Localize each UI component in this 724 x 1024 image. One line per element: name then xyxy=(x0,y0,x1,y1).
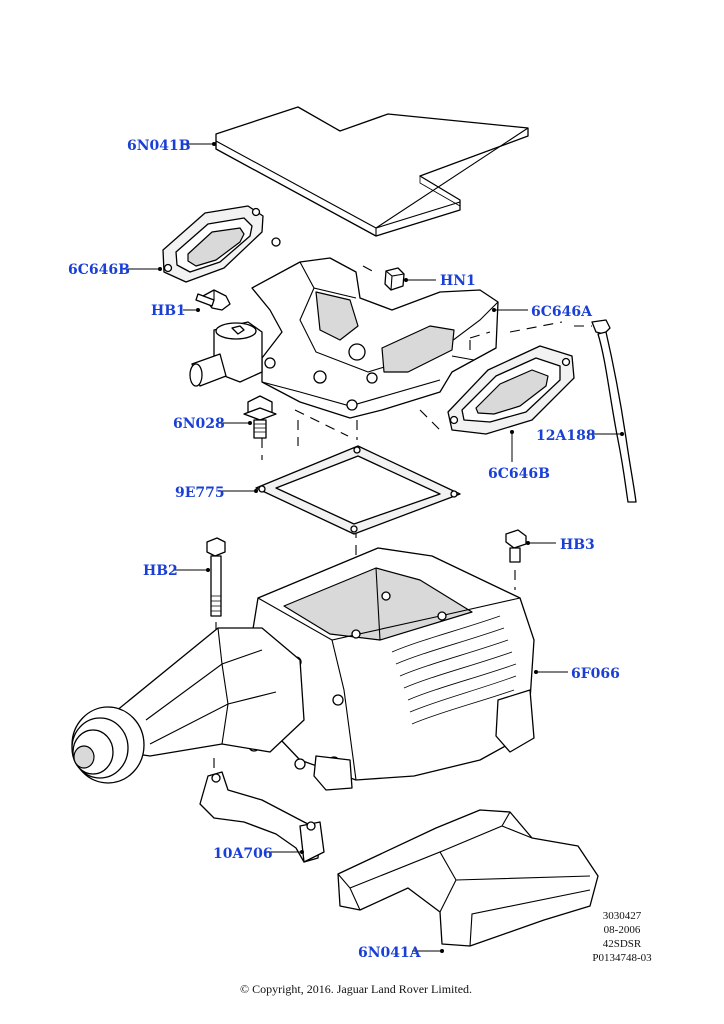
label-6C646B-upper[interactable]: 6C646B xyxy=(68,262,130,278)
label-HB1[interactable]: HB1 xyxy=(151,303,186,319)
label-6N041A[interactable]: 6N041A xyxy=(358,945,421,961)
part-12A188-vacuum-hose xyxy=(591,319,637,503)
part-HN1-nut xyxy=(362,265,405,291)
part-6C646B-upper-gasket xyxy=(162,205,281,283)
part-6C646B-lower-gasket xyxy=(447,345,575,435)
label-HN1[interactable]: HN1 xyxy=(440,273,476,289)
part-6N028-bolt xyxy=(243,395,277,439)
part-6N041B-cover-plate xyxy=(215,106,529,237)
part-6C646A-inlet-elbow xyxy=(189,257,499,419)
label-6C646B-lower[interactable]: 6C646B xyxy=(488,466,550,482)
part-HB3-bolt xyxy=(505,529,527,590)
label-6C646A[interactable]: 6C646A xyxy=(531,304,592,320)
part-9E775-gasket xyxy=(255,445,461,535)
label-HB2[interactable]: HB2 xyxy=(143,563,178,579)
label-HB3[interactable]: HB3 xyxy=(560,537,595,553)
reference-line-4: P0134748-03 xyxy=(592,952,652,964)
label-12A188[interactable]: 12A188 xyxy=(536,428,596,444)
reference-block: 3030427 08-2006 42SDSR P0134748-03 xyxy=(580,909,664,965)
reference-line-3: 42SDSR xyxy=(602,938,642,950)
label-9E775[interactable]: 9E775 xyxy=(175,485,225,501)
part-10A706-bracket xyxy=(199,758,325,863)
copyright-notice: © Copyright, 2016. Jaguar Land Rover Lim… xyxy=(239,982,473,996)
alignment-lines-upper xyxy=(261,321,592,560)
part-HB2-long-bolt xyxy=(206,537,226,640)
label-6F066[interactable]: 6F066 xyxy=(571,666,620,682)
part-HB1-bolt xyxy=(195,289,231,311)
reference-line-2: 08-2006 xyxy=(603,924,641,936)
leader-lines xyxy=(123,142,624,953)
label-6N028[interactable]: 6N028 xyxy=(173,416,225,432)
label-6N041B[interactable]: 6N041B xyxy=(127,138,191,154)
reference-line-1: 3030427 xyxy=(602,910,642,922)
part-6F066-supercharger xyxy=(71,547,535,791)
label-10A706[interactable]: 10A706 xyxy=(213,846,273,862)
part-6N041A-lower-cover xyxy=(337,809,599,947)
